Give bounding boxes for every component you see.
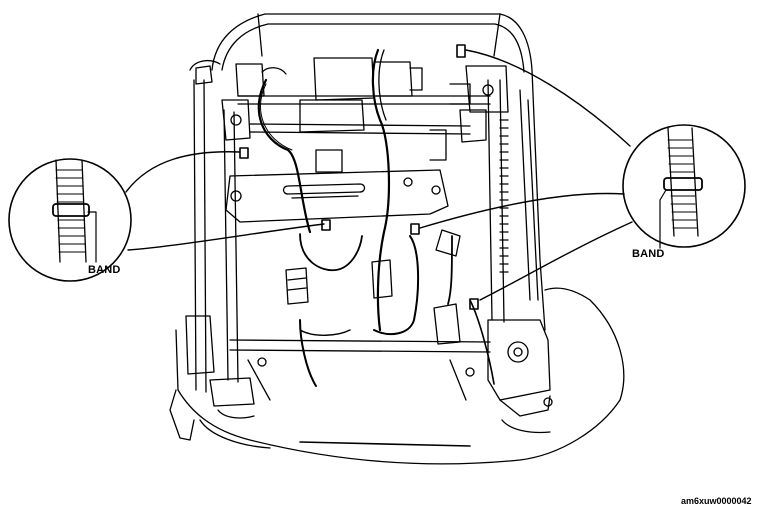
band-mid-center [410,223,420,235]
seat-cushion-shell [175,287,625,465]
left-band-detail [52,203,90,217]
upper-actuator [313,57,375,101]
left-zoom-callout [8,158,132,282]
wire-harness [257,78,312,234]
center-bracket [225,169,449,223]
figure-code: am6xuw0000042 [681,496,752,506]
left-frame-rail [193,79,197,391]
band-label-right: BAND [632,248,665,260]
band-label-left: BAND [88,264,121,276]
right-frame-rail [487,79,493,321]
connector-left [285,267,309,305]
band-mid-left [321,219,331,231]
lower-cross-member [229,339,491,353]
band-upper-left [239,147,249,159]
right-band-detail [663,177,703,191]
right-zoom-callout [622,124,746,248]
upper-cross-member [237,95,491,105]
connector-center [371,259,393,299]
band-top-right [456,44,466,58]
recliner-bracket [487,319,551,401]
band-lower-right [469,298,479,310]
